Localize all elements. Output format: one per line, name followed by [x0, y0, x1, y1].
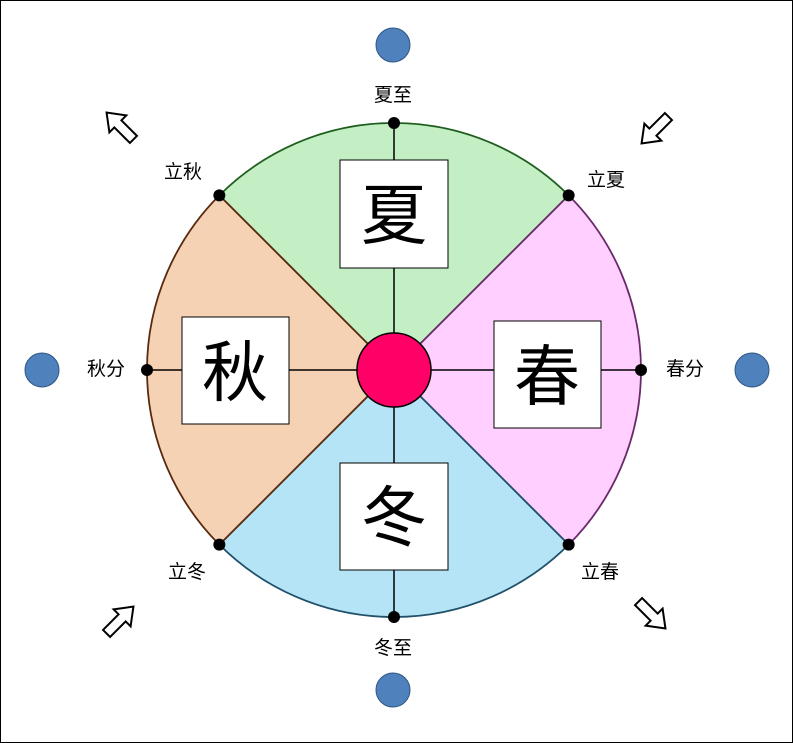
rotation-arrow-icon: [105, 111, 139, 145]
label-spring-equinox: 春分: [666, 358, 704, 380]
term-dot: [213, 538, 226, 551]
season-box-winter: 冬: [339, 462, 449, 571]
rotation-arrow-icon: [101, 605, 135, 639]
term-dot: [562, 538, 575, 551]
term-dot: [213, 189, 226, 202]
season-label-winter: 冬: [361, 480, 427, 557]
term-dot: [141, 364, 153, 376]
outer-dot: [375, 672, 411, 708]
season-label-summer: 夏: [361, 178, 427, 255]
season-label-autumn: 秋: [202, 335, 268, 412]
outer-dot: [734, 352, 770, 388]
term-dot: [388, 611, 400, 623]
outer-dot: [375, 27, 411, 63]
label-start-of-summer: 立夏: [587, 169, 625, 191]
center-circle: [356, 332, 432, 408]
term-dot: [635, 364, 647, 376]
label-winter-solstice: 冬至: [374, 637, 412, 659]
season-box-autumn: 秋: [181, 316, 290, 425]
label-summer-solstice: 夏至: [374, 84, 412, 106]
term-dot: [388, 117, 400, 129]
outer-dot: [24, 352, 60, 388]
season-box-spring: 春: [493, 320, 602, 429]
season-label-spring: 春: [514, 339, 580, 416]
rotation-arrow-icon: [640, 111, 674, 145]
term-dot: [562, 189, 575, 202]
label-autumn-equinox: 秋分: [87, 358, 125, 380]
season-box-summer: 夏: [339, 159, 449, 269]
rotation-arrow-icon: [633, 596, 667, 630]
label-start-of-autumn: 立秋: [164, 161, 202, 183]
label-start-of-spring: 立春: [581, 561, 619, 583]
label-start-of-winter: 立冬: [168, 561, 206, 583]
